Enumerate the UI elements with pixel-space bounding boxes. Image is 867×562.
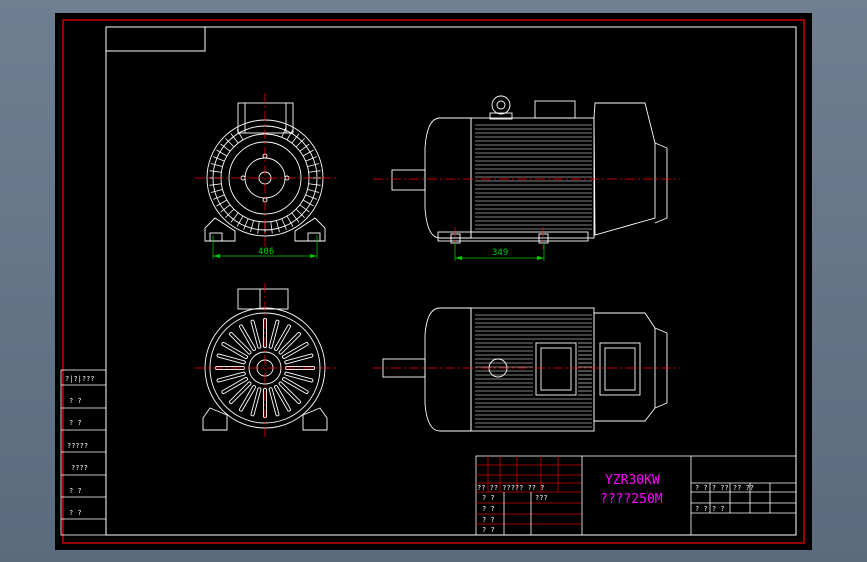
- bottom-front-centerlines: [195, 283, 337, 438]
- left-margin-table: [60, 369, 107, 536]
- title-block-row-1: ? ?: [482, 494, 495, 502]
- margin-label-6: ? ?: [69, 487, 82, 495]
- margin-label-7: ? ?: [69, 509, 82, 517]
- dim-label-349: 349: [492, 248, 508, 258]
- top-view-bottom: [382, 307, 668, 432]
- fan-slots: [215, 318, 315, 418]
- margin-label-2: ? ?: [69, 397, 82, 405]
- drawing-title-line2: ????250M: [600, 492, 663, 507]
- side-centerlines: [373, 178, 680, 249]
- title-block-mid-header: ???: [535, 494, 548, 502]
- margin-label-5: ????: [71, 464, 88, 472]
- title-block-right-header: ? ? ? ?? ?? ??: [695, 484, 754, 492]
- margin-label-1: ?|?|???: [65, 375, 95, 383]
- corner-box: [105, 26, 206, 52]
- title-block-row-2: ? ?: [482, 505, 495, 513]
- front-centerlines: [195, 93, 337, 248]
- cad-drawing: ?|?|??? ? ? ? ? ????? ???? ? ? ? ?: [60, 19, 805, 544]
- front-view-ribs: [209, 126, 321, 234]
- margin-label-4: ?????: [67, 442, 88, 450]
- title-block-right-row: ? ? ? ?: [695, 505, 725, 513]
- top-view-fins: [475, 314, 592, 428]
- outer-frame: [62, 19, 805, 544]
- title-block-row-3: ? ?: [482, 516, 495, 524]
- title-block-header-left: ?? ?? ????? ?? ?: [477, 484, 544, 492]
- title-block-row-4: ? ?: [482, 526, 495, 534]
- title-block: [475, 455, 797, 536]
- drawing-title-line1: YZR30KW: [605, 473, 660, 488]
- dimension-406: 406: [212, 235, 318, 259]
- dimension-349: 349: [454, 243, 545, 261]
- side-view-fins: [475, 124, 592, 230]
- dim-label-406: 406: [258, 247, 274, 257]
- cad-viewport[interactable]: ?|?|??? ? ? ? ? ????? ???? ? ? ? ?: [55, 13, 812, 550]
- margin-label-3: ? ?: [69, 419, 82, 427]
- side-view-top: [391, 95, 668, 244]
- inner-border: [105, 26, 797, 536]
